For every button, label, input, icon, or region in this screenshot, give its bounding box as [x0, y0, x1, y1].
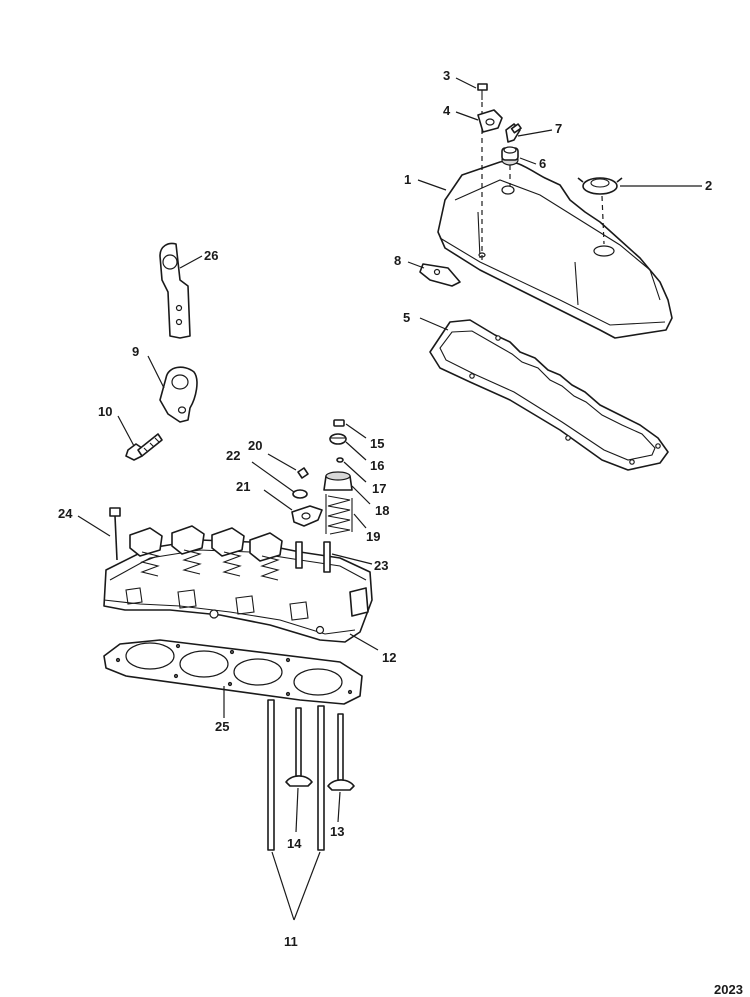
- callout-8: 8: [394, 253, 401, 268]
- exhaust-valve: [327, 713, 355, 791]
- callout-9: 9: [132, 344, 139, 359]
- rocker-pivot-22: [292, 489, 308, 499]
- oil-fill-cap: [577, 177, 623, 245]
- valve-long-right: [317, 705, 325, 851]
- callout-20: 20: [248, 438, 262, 453]
- spring-cap: [323, 471, 353, 491]
- callout-7: 7: [555, 121, 562, 136]
- callout-24: 24: [58, 506, 73, 521]
- lifting-bracket: [159, 242, 191, 339]
- callout-10: 10: [98, 404, 112, 419]
- hose-bracket: [477, 109, 503, 133]
- head-bolt: [109, 507, 121, 561]
- spacer-plate: [419, 263, 461, 287]
- callout-15: 15: [370, 436, 384, 451]
- callout-26: 26: [204, 248, 218, 263]
- rocker-ball: [329, 433, 347, 445]
- cover-gasket: [429, 319, 669, 471]
- intake-valve: [285, 707, 313, 787]
- callout-4: 4: [443, 103, 451, 118]
- callout-5: 5: [403, 310, 410, 325]
- callout-18: 18: [375, 503, 389, 518]
- valve-long-left: [267, 699, 275, 851]
- cylinder-head: [103, 525, 373, 643]
- rocker-nut: [333, 419, 345, 427]
- screw: [477, 83, 488, 260]
- leader-lines: [77, 77, 702, 921]
- callout-21: 21: [236, 479, 250, 494]
- valve-key: [336, 457, 344, 463]
- head-gasket: [103, 639, 363, 705]
- callout-12: 12: [382, 650, 396, 665]
- rocker-pivot-20: [297, 467, 309, 479]
- bolt: [125, 433, 163, 461]
- callout-23: 23: [374, 558, 388, 573]
- lifting-eye: [159, 366, 198, 423]
- callout-16: 16: [370, 458, 384, 473]
- callout-2: 2: [705, 178, 712, 193]
- callout-labels: 1 2 3 4 5 6 7 8 9 10 11 12 13 14 15 16 1…: [58, 68, 743, 997]
- callout-19: 19: [366, 529, 380, 544]
- rocker-arm-21: [291, 505, 323, 527]
- callout-1: 1: [404, 172, 411, 187]
- callout-6: 6: [539, 156, 546, 171]
- callout-14: 14: [287, 836, 302, 851]
- grommet: [501, 146, 519, 186]
- callout-3: 3: [443, 68, 450, 83]
- callout-25: 25: [215, 719, 229, 734]
- valve-spring: [325, 494, 353, 535]
- callout-13: 13: [330, 824, 344, 839]
- valve-cover: [437, 160, 673, 339]
- elbow-fitting: [505, 123, 522, 143]
- callout-22: 22: [226, 448, 240, 463]
- callout-17: 17: [372, 481, 386, 496]
- callout-11: 11: [284, 934, 298, 949]
- figure-number: 2023: [714, 982, 743, 997]
